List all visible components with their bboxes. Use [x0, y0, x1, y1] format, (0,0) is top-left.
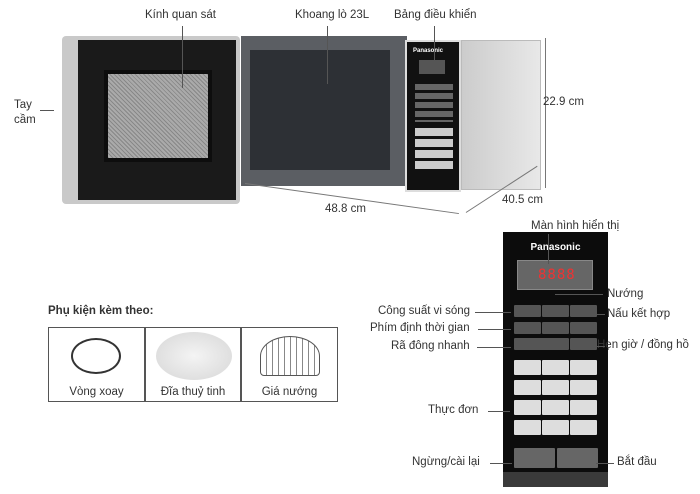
- time-10sec-button[interactable]: [570, 322, 597, 334]
- control-panel-detail: Panasonic 8888: [503, 232, 608, 487]
- accessory-grill-rack: Giá nướng: [241, 327, 338, 402]
- menu-button[interactable]: [542, 360, 569, 375]
- oven-cavity: [250, 50, 390, 170]
- menu-button[interactable]: [542, 380, 569, 395]
- brand-logo: Panasonic: [413, 48, 444, 54]
- accessory-label: Đĩa thuỷ tinh: [160, 386, 226, 398]
- menu-button[interactable]: [514, 420, 541, 435]
- label-handle-1: Tay: [14, 99, 32, 111]
- label-handle-2: cầm: [14, 114, 36, 126]
- roller-ring-icon: [71, 338, 121, 374]
- display-digits: 8888: [538, 267, 576, 283]
- label-start: Bắt đầu: [617, 456, 657, 468]
- timer-clock-button[interactable]: [570, 338, 597, 350]
- menu-button[interactable]: [514, 400, 541, 415]
- label-grill: Nướng: [607, 288, 644, 300]
- accessories-title: Phụ kiện kèm theo:: [48, 305, 154, 317]
- time-1min-button[interactable]: [542, 322, 569, 334]
- label-stop-reset: Ngừng/cài lại: [412, 456, 480, 468]
- microwave-control-panel: Panasonic: [405, 40, 461, 192]
- label-microwave-power: Công suất vi sóng: [378, 305, 471, 317]
- stop-reset-button[interactable]: [514, 448, 555, 468]
- grill-button[interactable]: [542, 305, 569, 317]
- label-display: Màn hình hiển thị: [531, 220, 620, 232]
- label-cavity: Khoang lò 23L: [295, 9, 370, 21]
- dimension-depth: 40.5 cm: [502, 194, 543, 206]
- label-quick-defrost: Rã đông nhanh: [391, 340, 470, 352]
- accessory-roller-ring: Vòng xoay: [48, 327, 145, 402]
- time-10min-button[interactable]: [514, 322, 541, 334]
- menu-button[interactable]: [514, 380, 541, 395]
- menu-button[interactable]: [570, 400, 597, 415]
- menu-button[interactable]: [542, 400, 569, 415]
- combination-button[interactable]: [570, 305, 597, 317]
- dimension-height: 22.9 cm: [543, 96, 584, 108]
- display-screen: 8888: [517, 260, 593, 290]
- accessory-label: Vòng xoay: [69, 386, 124, 398]
- viewing-window: [104, 70, 212, 162]
- label-control-panel: Bảng điều khiển: [394, 9, 477, 21]
- label-timer-clock: Hẹn giờ / đồng hồ: [597, 339, 689, 351]
- menu-button[interactable]: [570, 360, 597, 375]
- grill-rack-icon: [260, 336, 320, 376]
- quick-defrost-button[interactable]: [514, 338, 569, 350]
- glass-plate-icon: [156, 332, 232, 380]
- microwave-power-button[interactable]: [514, 305, 541, 317]
- start-button[interactable]: [557, 448, 598, 468]
- menu-button[interactable]: [542, 420, 569, 435]
- dimension-width: 48.8 cm: [325, 203, 366, 215]
- menu-button[interactable]: [570, 380, 597, 395]
- label-time-keys: Phím định thời gian: [370, 322, 470, 334]
- accessory-glass-plate: Đĩa thuỷ tinh: [145, 327, 241, 402]
- label-menu: Thực đơn: [428, 404, 479, 416]
- panel-brand-logo: Panasonic: [530, 242, 581, 253]
- microwave-side: [461, 40, 541, 190]
- label-combination: Nấu kết hợp: [607, 308, 671, 320]
- label-window: Kính quan sát: [145, 9, 216, 21]
- menu-button[interactable]: [514, 360, 541, 375]
- accessory-label: Giá nướng: [261, 386, 318, 398]
- menu-button[interactable]: [570, 420, 597, 435]
